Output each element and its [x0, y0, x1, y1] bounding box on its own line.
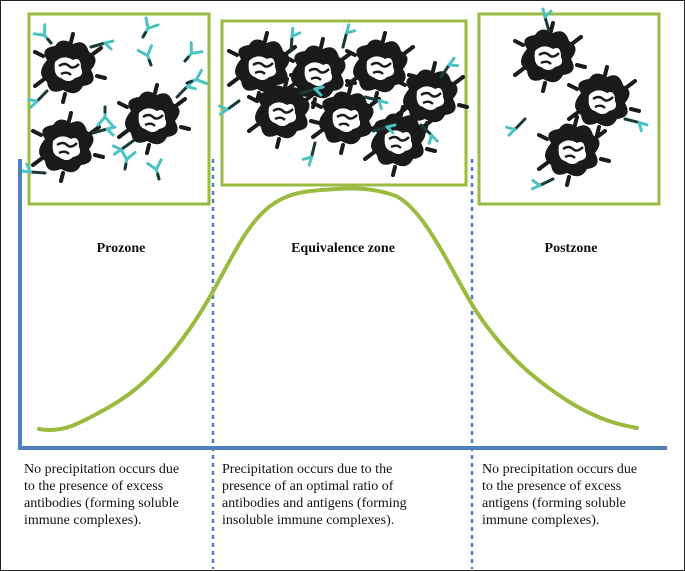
prozone-title: Prozone — [61, 241, 181, 257]
precipitation-curve — [39, 188, 637, 430]
postzone-description-line: No precipitation occurs due — [482, 461, 637, 478]
equivalence-description-line: insoluble immune complexes). — [222, 512, 407, 529]
postzone-description-line: to the presence of excess — [482, 478, 637, 495]
postzone-title: Postzone — [516, 241, 626, 257]
prozone-description-line: No precipitation occurs due — [24, 461, 179, 478]
equivalence-description-line: Precipitation occurs due to the — [222, 461, 407, 478]
equivalence-zone-title: Equivalence zone — [263, 241, 423, 257]
prozone-description-line: antibodies (forming soluble — [24, 495, 179, 512]
equivalence-description-line: antibodies and antigens (forming — [222, 495, 407, 512]
prozone-description: No precipitation occurs due to the prese… — [24, 461, 179, 529]
prozone-illustration-panel — [29, 14, 209, 204]
equivalence-zone-description: Precipitation occurs due to the presence… — [222, 461, 407, 529]
postzone-description: No precipitation occurs due to the prese… — [482, 461, 637, 529]
postzone-description-line: immune complexes). — [482, 512, 637, 529]
equivalence-description-line: presence of an optimal ratio of — [222, 478, 407, 495]
postzone-description-line: antigens (forming soluble — [482, 495, 637, 512]
prozone-description-line: to the presence of excess — [24, 478, 179, 495]
prozone-description-line: immune complexes). — [24, 512, 179, 529]
